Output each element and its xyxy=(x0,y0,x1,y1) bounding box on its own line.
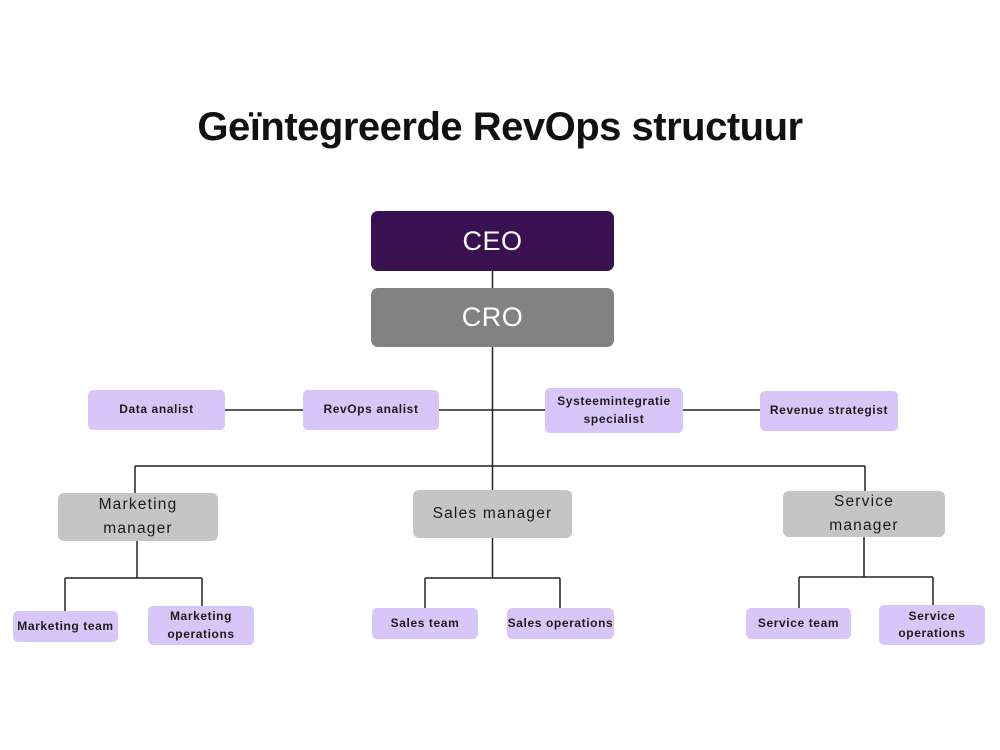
node-sales-team: Sales team xyxy=(372,608,478,639)
node-marketing-manager-label: Marketing manager xyxy=(98,495,178,537)
node-sales-operations-label: Sales operations xyxy=(507,615,614,630)
node-ceo-label: CEO xyxy=(462,225,523,256)
node-ceo: CEO xyxy=(371,211,614,271)
node-revops-analist-label: RevOps analist xyxy=(323,402,419,417)
node-revenue-strategist-label: Revenue strategist xyxy=(769,403,889,418)
node-service-operations: Service operations xyxy=(879,605,985,645)
node-sales-manager: Sales manager xyxy=(413,490,572,538)
node-cro: CRO xyxy=(371,288,614,347)
node-data-analist: Data analist xyxy=(88,390,225,430)
node-systeemintegratie-specialist-label: Systeemintegratie specialist xyxy=(557,394,671,426)
node-service-team-label: Service team xyxy=(757,615,840,630)
page-title: Geïntegreerde RevOps structuur xyxy=(197,105,803,149)
node-systeemintegratie-specialist: Systeemintegratie specialist xyxy=(545,388,683,433)
node-marketing-manager: Marketing manager xyxy=(58,493,218,541)
node-marketing-team-label: Marketing team xyxy=(17,618,114,633)
node-service-operations-label: Service operations xyxy=(898,608,966,640)
node-revops-analist: RevOps analist xyxy=(303,390,439,430)
node-sales-operations: Sales operations xyxy=(507,608,614,639)
node-marketing-team: Marketing team xyxy=(13,611,118,642)
node-marketing-operations-label: Marketing operations xyxy=(167,609,235,641)
node-service-team: Service team xyxy=(746,608,851,639)
node-revenue-strategist: Revenue strategist xyxy=(760,391,898,431)
node-sales-manager-label: Sales manager xyxy=(432,504,553,522)
node-cro-label: CRO xyxy=(461,302,524,332)
node-service-manager-label: Service manager xyxy=(829,492,899,534)
node-data-analist-label: Data analist xyxy=(119,402,194,417)
node-service-manager: Service manager xyxy=(783,491,945,537)
node-sales-team-label: Sales team xyxy=(390,615,460,630)
node-marketing-operations: Marketing operations xyxy=(148,606,254,645)
